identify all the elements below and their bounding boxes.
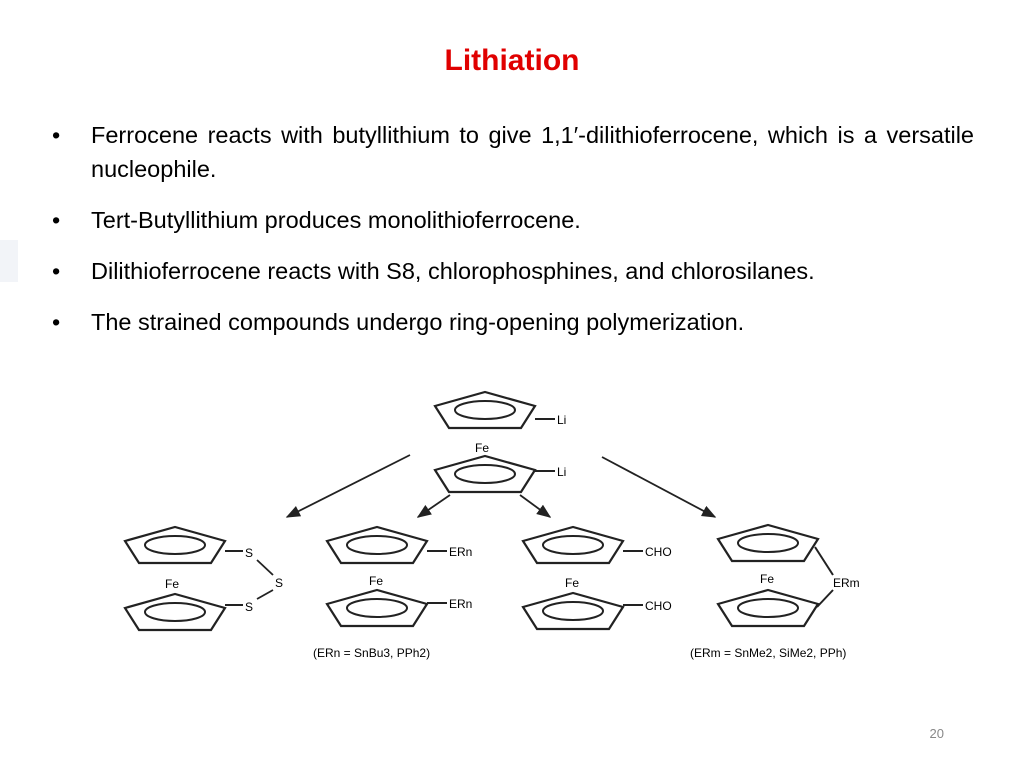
fe-label: Fe [760, 572, 774, 586]
s-label: S [245, 600, 253, 614]
bullet-item: • Tert-Butyllithium produces monolithiof… [52, 203, 974, 237]
s-label: S [275, 576, 283, 590]
bullet-dot: • [52, 258, 61, 284]
er-n-label: ERn [449, 545, 472, 559]
bullet-dot: • [52, 122, 61, 148]
reaction-scheme: Li Fe Li S S Fe S ERn Fe ERn CHO Fe [123, 390, 860, 660]
er-m-label: ERm [833, 576, 860, 590]
fe-label: Fe [165, 577, 179, 591]
slide-title: Lithiation [444, 44, 580, 77]
er-n-definition: (ERn = SnBu3, PPh2) [313, 646, 430, 660]
cho-label: CHO [645, 599, 672, 613]
li-label: Li [557, 465, 566, 479]
bullet-list: • Ferrocene reacts with butyllithium to … [52, 118, 974, 356]
reaction-arrow [285, 454, 411, 518]
diformylferrocene-structure: CHO Fe CHO [521, 525, 672, 631]
bis-er-ferrocene-structure: ERn Fe ERn [325, 525, 472, 628]
er-n-label: ERn [449, 597, 472, 611]
bullet-item: • Dilithioferrocene reacts with S8, chlo… [52, 254, 974, 288]
dilithioferrocene-structure: Li Fe Li [433, 390, 566, 494]
bullet-dot: • [52, 309, 61, 335]
fe-label: Fe [369, 574, 383, 588]
bullet-text: The strained compounds undergo ring-open… [91, 309, 745, 335]
bullet-dot: • [52, 207, 61, 233]
bullet-text: Dilithioferrocene reacts with S8, chloro… [91, 258, 815, 284]
li-label: Li [557, 413, 566, 427]
reaction-arrow [519, 494, 552, 518]
bullet-text: Ferrocene reacts with butyllithium to gi… [91, 122, 974, 182]
ferrocenophane-structure: ERm Fe [716, 523, 860, 628]
page-number: 20 [929, 726, 944, 741]
bullet-item: • Ferrocene reacts with butyllithium to … [52, 118, 974, 186]
reaction-arrow [416, 494, 451, 518]
er-m-definition: (ERm = SnMe2, SiMe2, PPh) [690, 646, 846, 660]
trithiaferrocenophane-structure: S S Fe S [123, 525, 283, 632]
bullet-text: Tert-Butyllithium produces monolithiofer… [91, 207, 581, 233]
fe-label: Fe [475, 441, 489, 455]
cho-label: CHO [645, 545, 672, 559]
side-edge-mark [0, 240, 18, 282]
s-label: S [245, 546, 253, 560]
fe-label: Fe [565, 576, 579, 590]
reaction-arrow [601, 456, 717, 518]
bullet-item: • The strained compounds undergo ring-op… [52, 305, 974, 339]
